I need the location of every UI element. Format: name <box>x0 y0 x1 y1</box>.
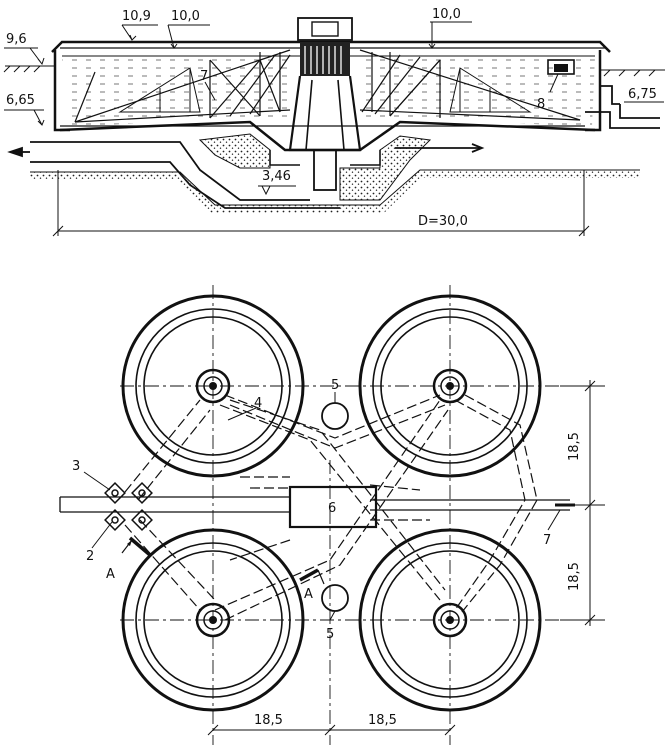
diameter-label: D=30,0 <box>418 214 468 229</box>
soil-fill-right <box>339 135 432 201</box>
dim-vertical-upper: 18,5 <box>567 432 582 461</box>
sludge-chamber-bottom <box>321 584 349 612</box>
tank-top-right <box>358 294 542 478</box>
plan-view: 6 3 2 4 5 5 7 A A <box>59 285 605 745</box>
water-body-left <box>62 56 290 126</box>
section-marker-a-mid <box>299 568 325 585</box>
diameter-dimension: D=30,0 <box>52 170 590 237</box>
horizontal-dimension <box>207 724 456 736</box>
elevation-label-10-9: 10,9 <box>122 9 151 24</box>
plan-callout-5-top: 5 <box>331 378 339 393</box>
plan-callout-3: 3 <box>72 459 80 474</box>
plan-callout-4: 4 <box>254 396 262 411</box>
elevation-marker-3-46: 3,46 <box>258 169 296 196</box>
plan-callout-a-mid: A <box>304 587 313 602</box>
section-marker-a-left <box>121 536 152 557</box>
section-callout-7: 7 <box>200 69 208 84</box>
tank-bottom-right <box>358 528 542 712</box>
plan-callout-7: 7 <box>543 533 551 548</box>
scraper-truss-right <box>359 49 581 121</box>
vertical-dimension <box>560 380 605 626</box>
elevation-label-3-46: 3,46 <box>262 169 291 184</box>
ground-line-left <box>3 65 55 73</box>
section-view: 10,9 10,0 10,0 9,6 6,65 6,75 3,46 <box>3 7 665 237</box>
plan-callout-5-bottom: 5 <box>326 627 334 642</box>
dim-vertical-lower: 18,5 <box>567 562 582 591</box>
section-callout-8: 8 <box>537 97 545 112</box>
ground-line-right <box>600 69 665 77</box>
sludge-chamber-top <box>321 402 349 430</box>
distribution-pipes <box>124 394 538 621</box>
centre-lines <box>120 285 600 745</box>
pump-station-6 <box>288 485 378 529</box>
elevation-label-10-0-left: 10,0 <box>171 9 200 24</box>
dim-horizontal-left: 18,5 <box>254 713 283 728</box>
central-column <box>269 17 381 191</box>
dim-horizontal-right: 18,5 <box>368 713 397 728</box>
outlet-pipe <box>395 85 660 153</box>
elevation-label-6-65: 6,65 <box>6 93 35 108</box>
elevation-label-10-0-right: 10,0 <box>432 7 461 22</box>
plan-callout-6: 6 <box>328 501 336 516</box>
tank-bottom-left <box>121 528 305 712</box>
soil-fill-left <box>198 133 271 169</box>
elevation-marker-10-0-right: 10,0 <box>428 7 472 49</box>
elevation-label-9-6: 9,6 <box>6 32 27 47</box>
elevation-marker-9-6: 9,6 <box>4 32 45 66</box>
plan-callout-2: 2 <box>86 549 94 564</box>
elevation-marker-6-75: 6,75 <box>624 87 664 103</box>
plan-callout-a-left: A <box>106 567 115 582</box>
inner-truss-right <box>449 67 532 113</box>
inner-truss-left <box>118 67 201 113</box>
distribution-chambers <box>104 482 153 531</box>
water-body-right <box>360 56 595 126</box>
scraper-truss-left <box>74 49 291 123</box>
elevation-label-6-75: 6,75 <box>628 87 657 102</box>
main-inlet-channel <box>59 496 575 513</box>
tank-top-left <box>121 294 305 478</box>
collection-trough <box>547 59 575 75</box>
elevation-marker-10-9: 10,9 <box>121 9 158 41</box>
elevation-marker-10-0-left: 10,0 <box>167 9 210 49</box>
callout-leaders <box>83 392 561 621</box>
elevation-marker-6-65: 6,65 <box>4 93 45 126</box>
